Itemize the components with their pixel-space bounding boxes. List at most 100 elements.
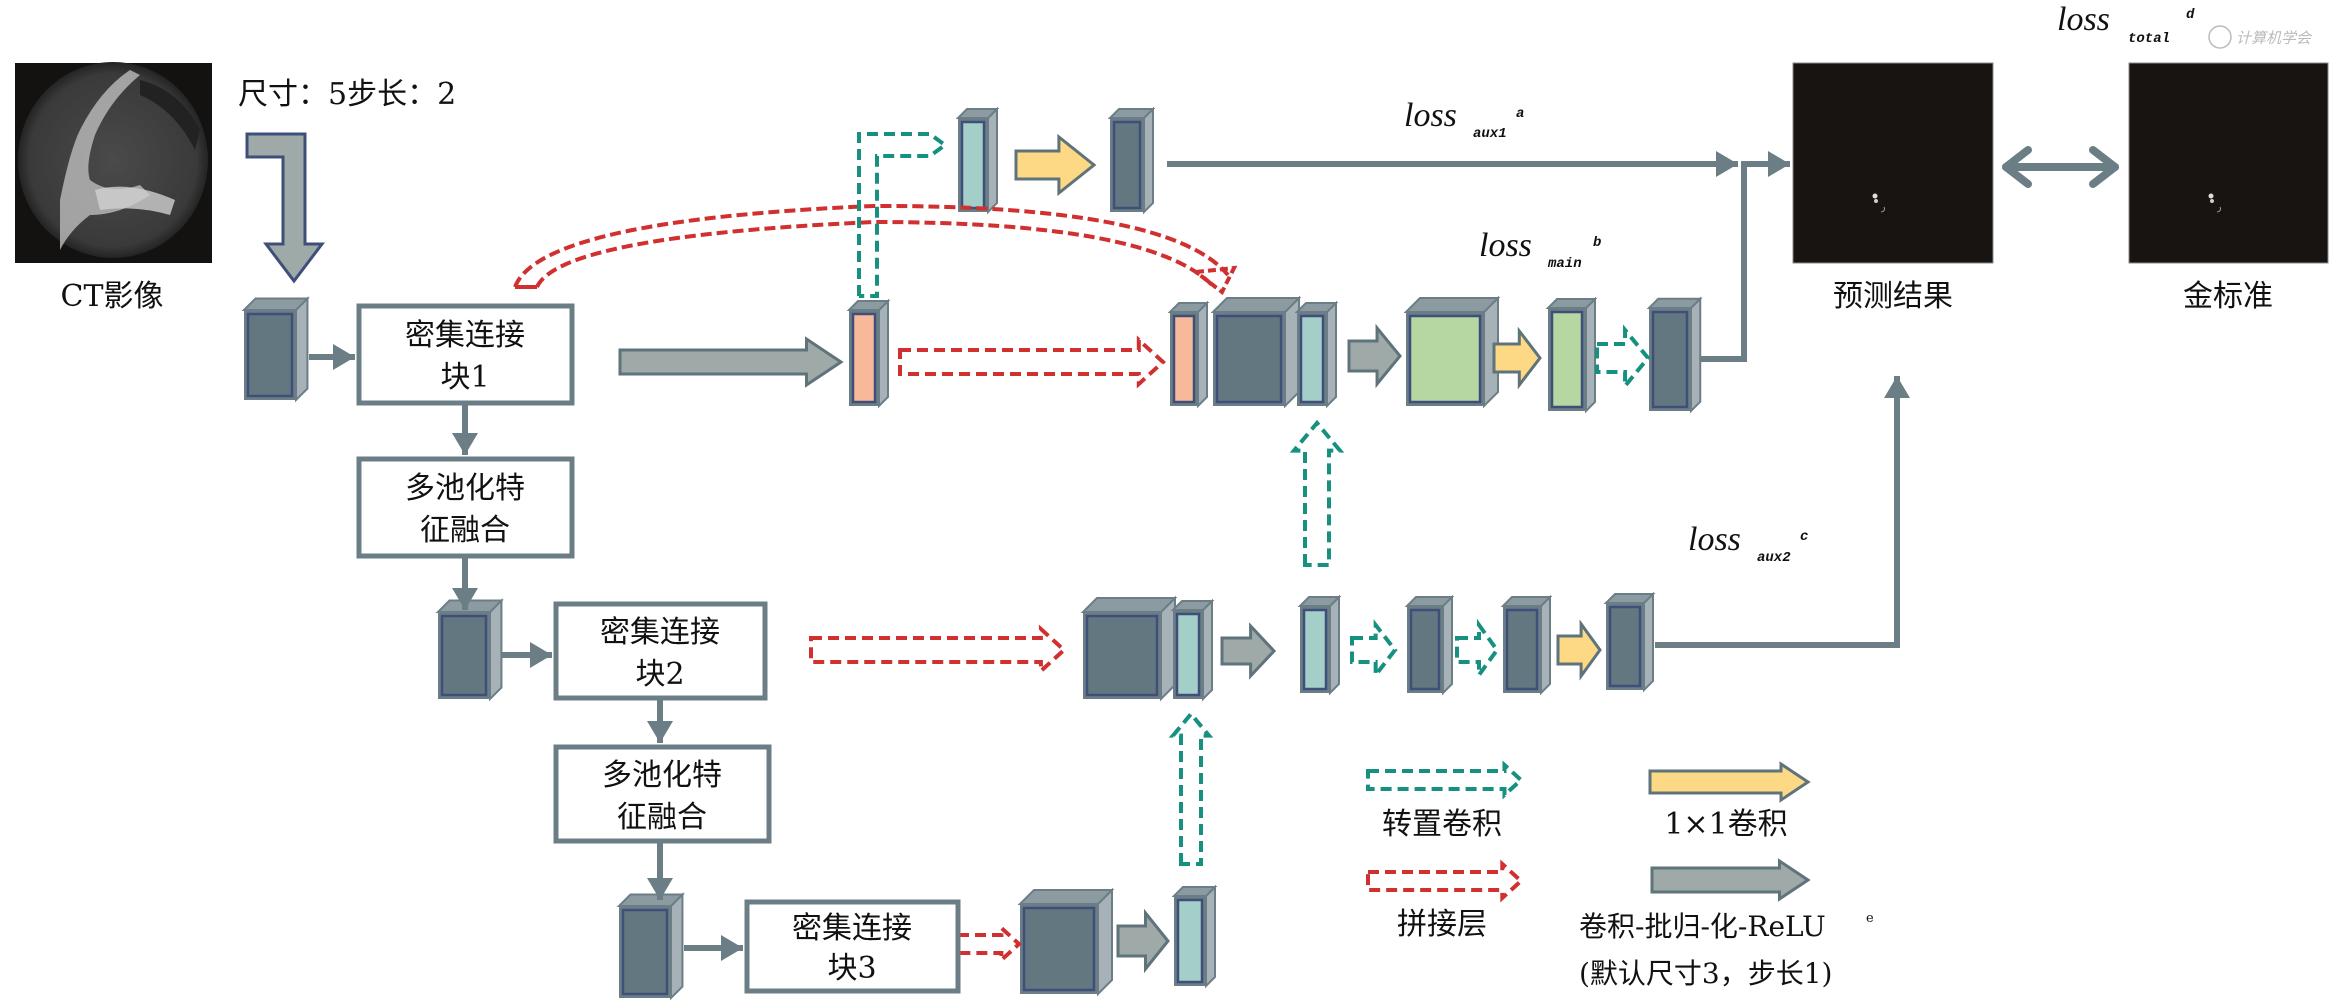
svg-text:loss: loss [2057,1,2110,38]
input-feature-cube [241,296,310,403]
svg-text:a: a [1516,106,1524,122]
dense-block-3-line1: 密集连接 [792,911,912,946]
ct-input-image [15,62,212,263]
long-skip-concat-arc-inner [535,219,1214,288]
skip1-feature-cube [846,298,891,409]
ground-truth-label: 金标准 [2183,279,2273,314]
pool-fusion-1-line1: 多池化特 [405,471,525,506]
cube3-to-dense3-arrow-head [721,935,743,961]
legend-transposed-conv-label: 转置卷积 [1382,807,1502,842]
concat2-main-cube [1080,595,1178,702]
pool-fusion-1: 多池化特 征融合 [356,456,575,559]
bottleneck-conv-arrow [1116,908,1170,974]
dense2-to-pool2-arrow-head [647,721,673,743]
svg-text:卷积-批归-化-ReLU: 卷积-批归-化-ReLU [1579,910,1826,943]
loss-aux2-label: loss aux2 c [1688,521,1808,566]
dense-block-2-line2: 块2 [635,657,684,692]
concat1-main-cube [1210,295,1302,409]
main-to-prediction-line [1700,161,1790,362]
concat1-skip-cube [1167,300,1210,409]
concat1-upsampled-cube [1294,300,1339,409]
row2-feature-cube [1297,594,1342,696]
input-conv-arrow [245,132,326,284]
publisher-logo-icon [2208,25,2232,49]
input-conv-note: 尺寸：5步长：2 [238,77,456,112]
aux1-conv1x1-arrow [1014,133,1097,197]
long-skip-concat-arc-outer [513,203,1230,288]
legend-conv-bn-relu-icon [1650,858,1811,902]
dense-block-1-line2: 块1 [440,360,489,395]
aux2-to-prediction-line-head [1884,376,1910,398]
aux1-transposed-conv-arrow [857,132,949,298]
publisher-watermark: 计算机学会 [2208,25,2313,49]
svg-text:c: c [1800,529,1808,545]
loss-main-label: loss main b [1479,227,1601,272]
aux2-cube-2 [1500,594,1553,696]
svg-text:loss: loss [1404,97,1457,134]
skip3-concat-arrow [956,923,1022,965]
encoder-cube-2 [435,598,504,702]
dense-block-3-line2: 块3 [827,951,876,986]
cube2-to-dense2-arrow-head [530,642,552,668]
dense-block-2-line1: 密集连接 [600,615,720,650]
pool2-to-cube3-arrow-head [647,878,673,900]
dense1-conv-arrow [618,336,844,388]
svg-text:e: e [1866,911,1874,926]
svg-text:b: b [1593,235,1601,251]
aux2-transposed-conv-arrow-2 [1455,618,1500,682]
aux2-transposed-conv-arrow-1 [1350,619,1398,681]
svg-text:(默认尺寸3，步长1): (默认尺寸3，步长1) [1579,957,1832,990]
prediction-label: 预测结果 [1833,279,1953,314]
main-to-prediction-line-head [1768,151,1790,177]
dense-block-1-line1: 密集连接 [405,318,525,353]
row3-to-row2-transposed-conv-arrow [1168,710,1214,866]
svg-text:d: d [2186,7,2195,23]
legend-conv1x1-label: 1×1卷积 [1664,807,1787,842]
dense1-to-pool1-arrow-head [452,433,478,455]
pool1-to-cube2-arrow-head [452,588,478,610]
concat2-upsampled-cube [1170,598,1215,702]
loss-aux1-label: loss aux1 a [1404,97,1524,142]
legend-conv1x1-icon [1648,761,1811,803]
prediction-image [1792,62,1994,264]
compare-double-arrow [2002,146,2119,188]
legend-transposed-conv-icon [1366,760,1524,800]
pool-fusion-2: 多池化特 征融合 [553,744,772,844]
svg-text:loss: loss [1688,521,1741,558]
pool-fusion-2-line2: 征融合 [617,800,707,835]
main-conv1x1-arrow [1492,326,1542,390]
svg-text:aux1: aux1 [1473,126,1507,142]
main-feature-cube [1403,295,1501,409]
aux1-output-cube [1107,106,1156,215]
legend-concat-label: 拼接层 [1397,907,1487,942]
row2-conv-arrow [1220,622,1277,680]
cube-to-dense1-arrow-head [333,344,355,370]
aux1-upsampled-cube [955,106,1000,215]
skip2-concat-arrow [809,624,1067,676]
svg-text:main: main [1547,256,1582,272]
long-skip-concat-arc-head [1190,265,1238,296]
encoder-cube-3 [616,892,685,1001]
aux2-cube-1 [1404,594,1455,696]
aux2-output-cube [1603,591,1656,693]
svg-text:total: total [2128,31,2170,47]
row2-to-row1-transposed-conv-arrow [1289,419,1345,567]
aux2-to-prediction-line [1655,376,1900,648]
skip1-concat-arrow [898,335,1166,389]
aux1-to-prediction-line-head [1716,151,1738,177]
svg-text:计算机学会: 计算机学会 [2236,29,2313,47]
bottleneck-output-cube [1171,884,1218,989]
dense-block-1: 密集连接 块1 [356,303,575,406]
dense-block-3: 密集连接 块3 [744,899,961,994]
loss-total-label: loss total d [2057,1,2195,47]
dense-block-2: 密集连接 块2 [553,601,768,701]
main-transposed-conv-arrow [1595,324,1651,392]
ground-truth-image [2128,62,2329,264]
pool-fusion-2-line1: 多池化特 [602,758,722,793]
bottleneck-cube [1017,887,1115,997]
svg-text:aux2: aux2 [1757,550,1791,566]
legend-concat-icon [1366,859,1524,903]
legend-conv-bn-relu-label: 卷积-批归-化-ReLU e (默认尺寸3，步长1) [1579,910,1874,990]
main-reduced-cube [1545,296,1598,414]
